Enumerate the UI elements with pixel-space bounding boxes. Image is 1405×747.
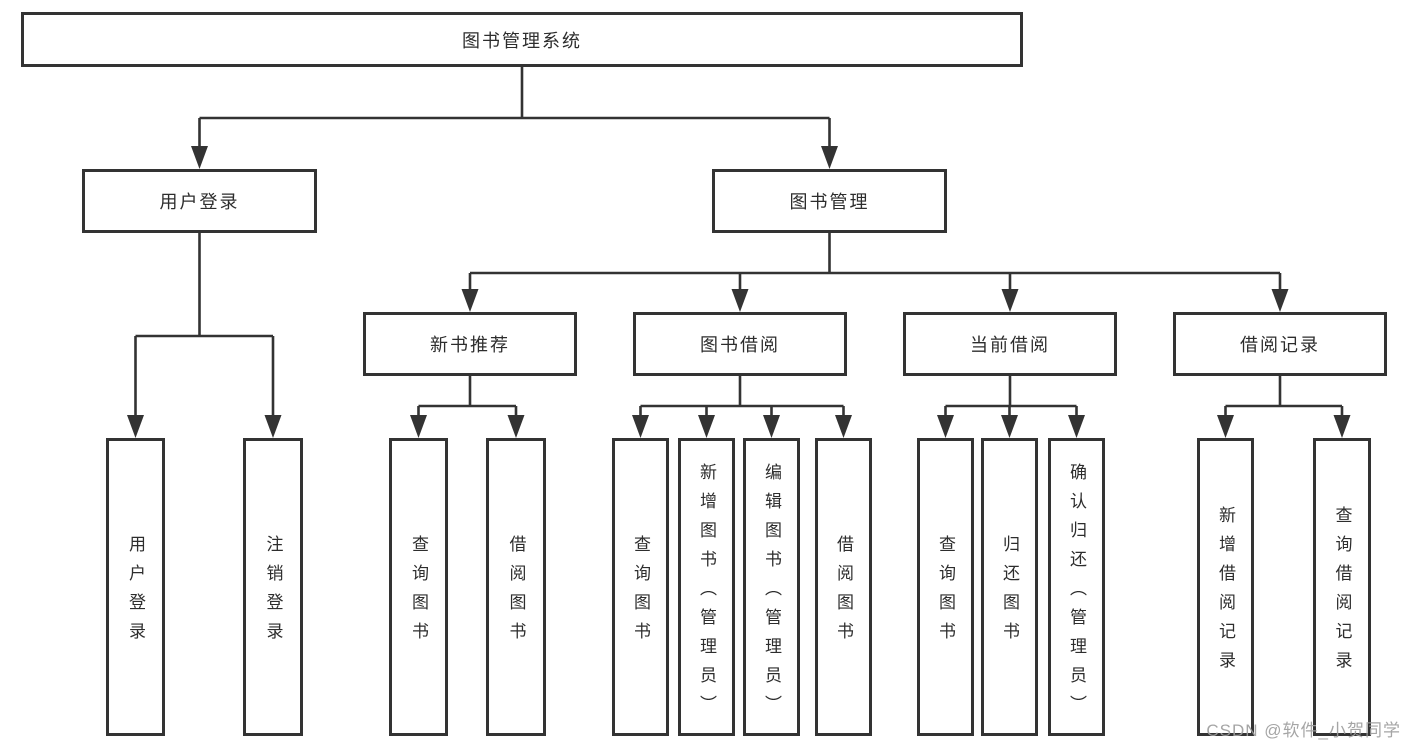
leaf-label: 查询图书: [631, 535, 650, 651]
leaf-query-borrow-record: 查询借阅记录: [1313, 438, 1371, 736]
node-root-library-system: 图书管理系统: [21, 12, 1023, 67]
leaf-label: 借阅图书: [834, 535, 853, 651]
leaf-label: 借阅图书: [506, 535, 526, 651]
leaf-confirm-return-admin: 确认归还（管理员）: [1048, 438, 1105, 736]
leaf-label: 查询图书: [936, 535, 955, 651]
leaf-user-login: 用户登录: [106, 438, 165, 736]
leaf-query-books-recommend: 查询图书: [389, 438, 448, 736]
leaf-label: 查询图书: [409, 535, 428, 651]
node-borrowing-records: 借阅记录: [1173, 312, 1387, 376]
node-new-book-recommend: 新书推荐: [363, 312, 577, 376]
leaf-label: 归还图书: [1000, 535, 1019, 651]
leaf-add-borrow-record: 新增借阅记录: [1197, 438, 1254, 736]
node-book-management: 图书管理: [712, 169, 947, 233]
leaf-query-books-current: 查询图书: [917, 438, 974, 736]
leaf-label: 注销登录: [263, 535, 283, 651]
leaf-label: 编辑图书（管理员）: [762, 462, 781, 724]
node-user-login: 用户登录: [82, 169, 317, 233]
leaf-borrow-books: 借阅图书: [815, 438, 872, 736]
leaf-logout: 注销登录: [243, 438, 303, 736]
node-current-borrowing: 当前借阅: [903, 312, 1117, 376]
node-book-borrowing: 图书借阅: [633, 312, 847, 376]
csdn-watermark: CSDN @软件_小贺同学: [1206, 721, 1401, 740]
leaf-query-books-borrow: 查询图书: [612, 438, 669, 736]
leaf-label: 新增借阅记录: [1216, 506, 1235, 680]
leaf-add-books-admin: 新增图书（管理员）: [678, 438, 735, 736]
leaf-label: 新增图书（管理员）: [697, 462, 716, 724]
arrowheads: [127, 146, 1351, 438]
leaf-edit-books-admin: 编辑图书（管理员）: [743, 438, 800, 736]
leaf-return-books: 归还图书: [981, 438, 1038, 736]
leaf-label: 确认归还（管理员）: [1067, 462, 1086, 724]
leaf-label: 查询借阅记录: [1332, 506, 1352, 680]
leaf-borrow-books-recommend: 借阅图书: [486, 438, 546, 736]
leaf-label: 用户登录: [126, 535, 145, 651]
